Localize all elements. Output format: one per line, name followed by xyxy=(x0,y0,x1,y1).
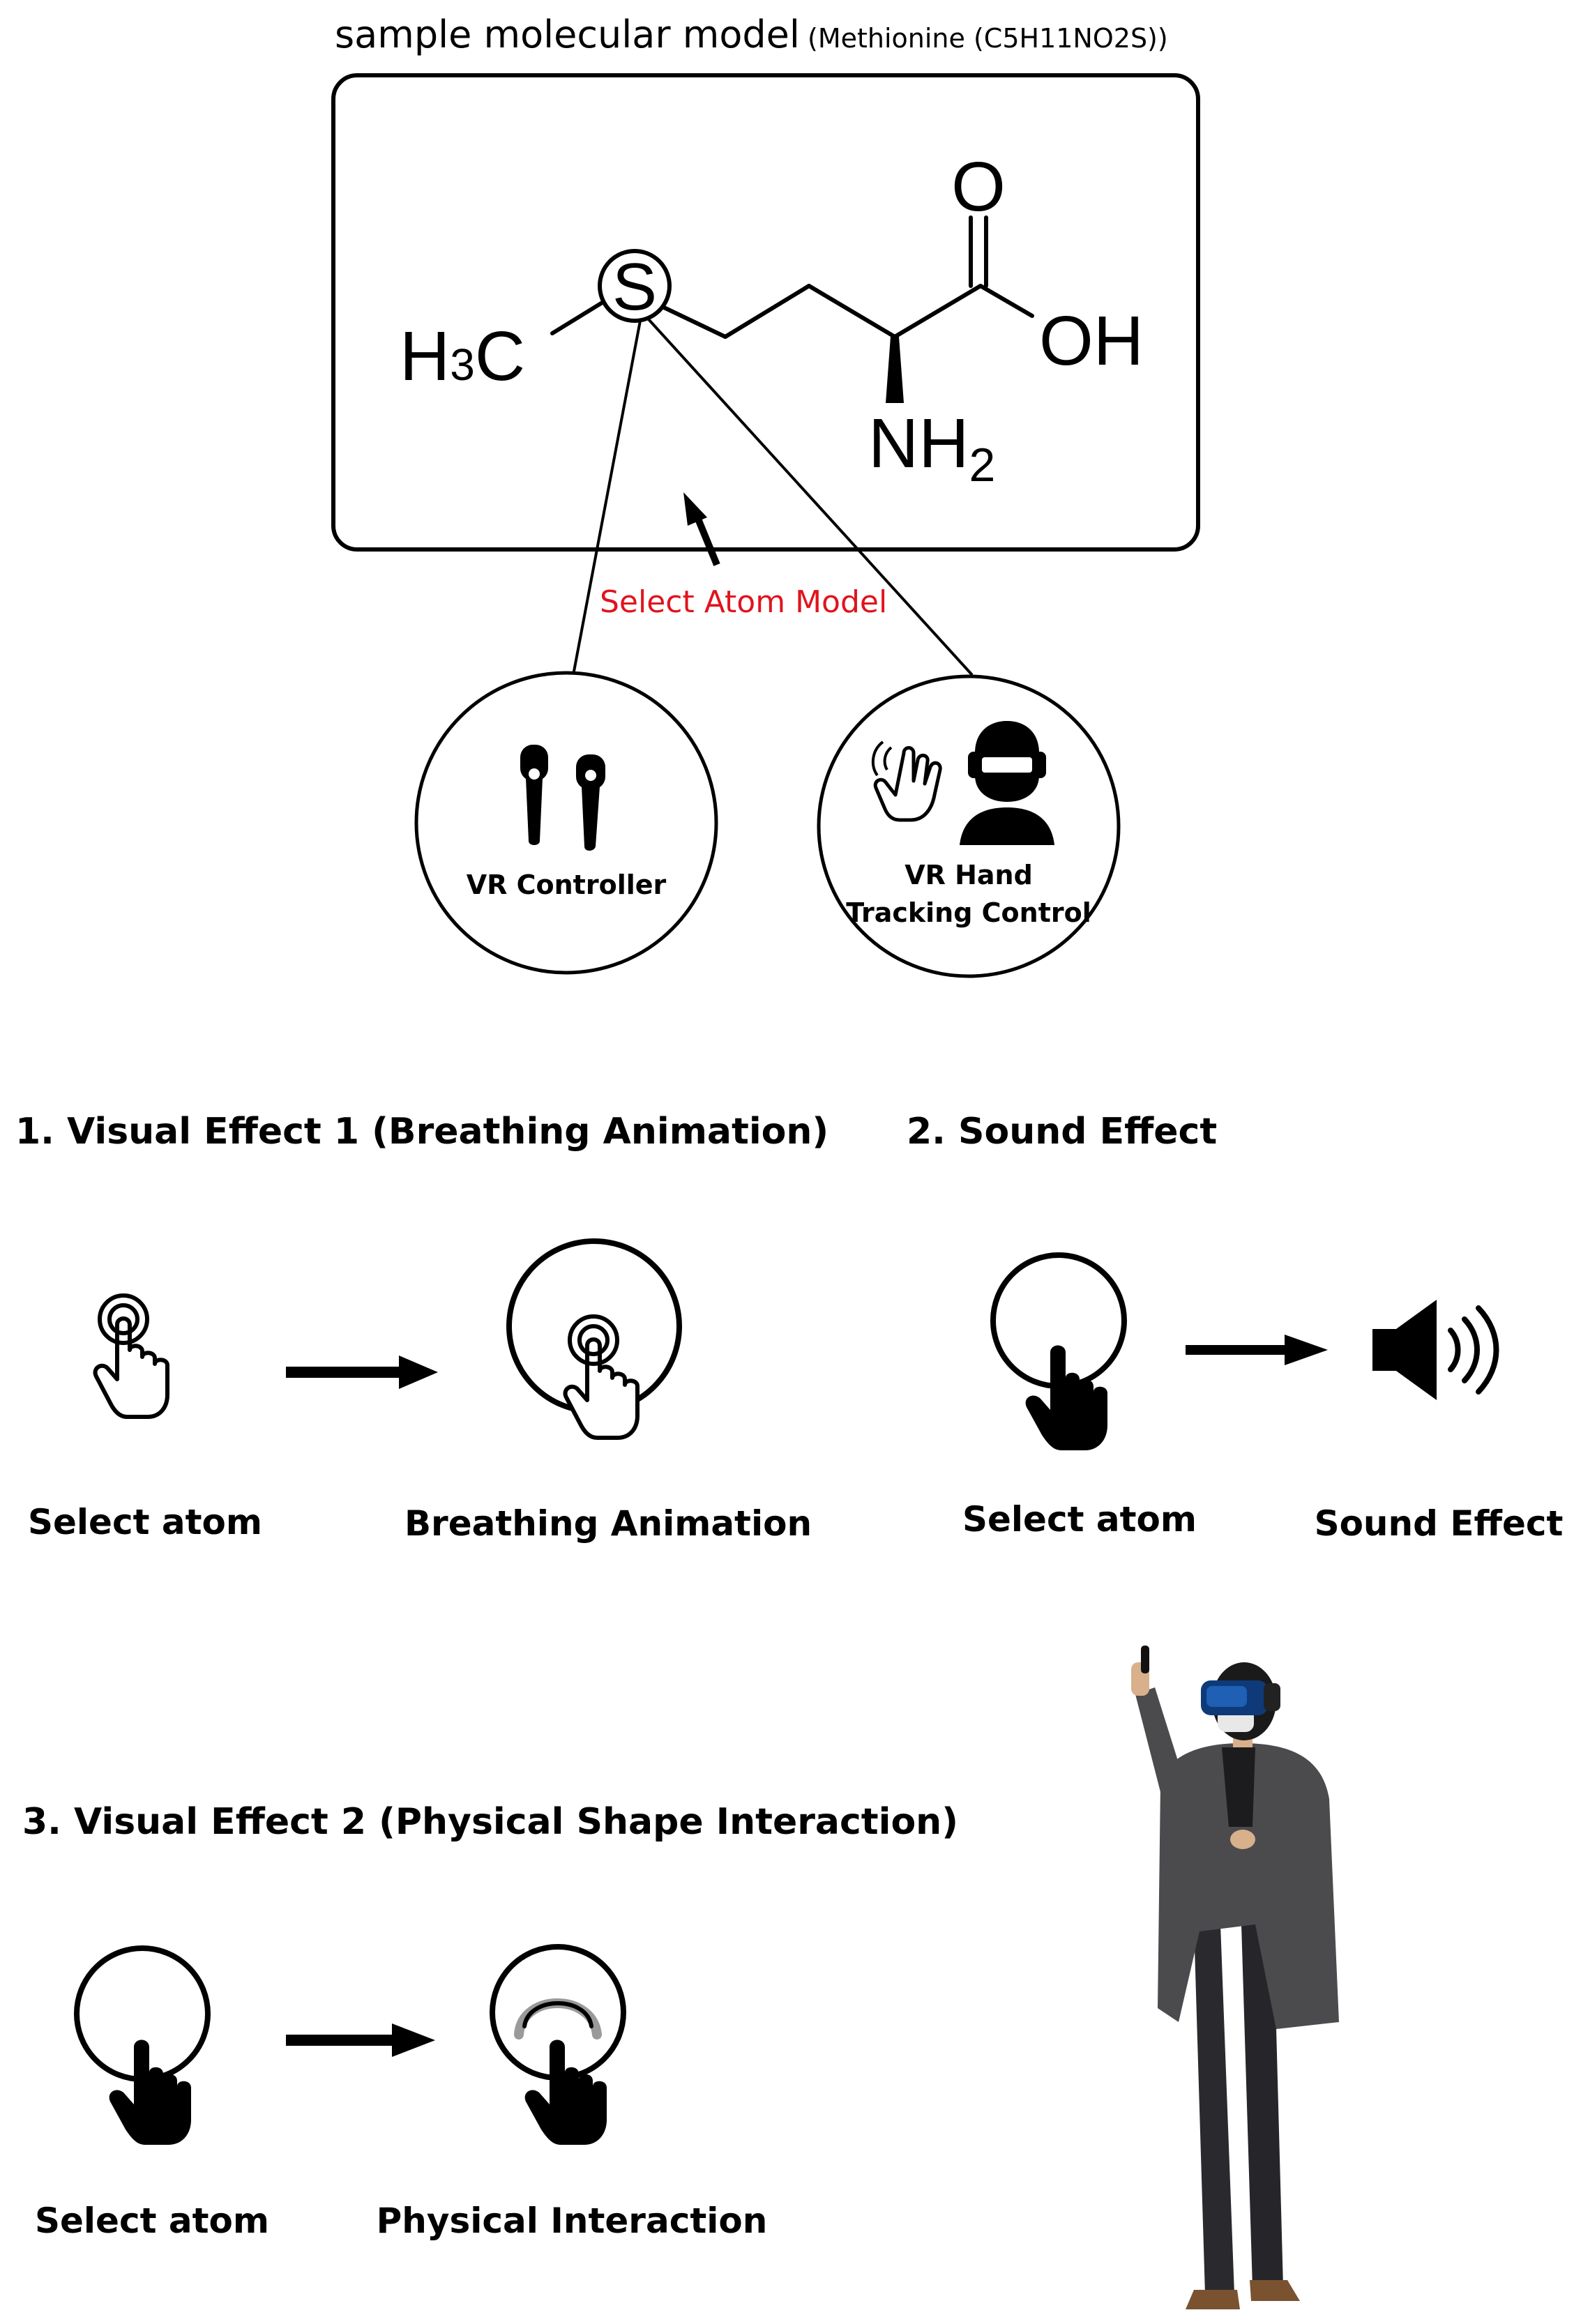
select-atom-tap-icon xyxy=(96,1296,167,1417)
sound-effect-heading: 2. Sound Effect xyxy=(907,1111,1217,1153)
pointer-line-controller xyxy=(572,320,642,676)
sulfur-atom-selected[interactable] xyxy=(598,249,672,323)
select-atom-model-label: Select Atom Model xyxy=(600,584,887,620)
sulfur-label: S xyxy=(612,250,657,324)
visual-effect-1-heading: 1. Visual Effect 1 (Breathing Animation) xyxy=(15,1111,828,1153)
arrow-right-icon xyxy=(286,2023,435,2057)
oxygen-label: O xyxy=(951,148,1006,226)
nh2-label: NH2 xyxy=(868,404,995,492)
h3c-label-h: H3C xyxy=(400,317,525,395)
oh-label: OH xyxy=(1039,302,1144,380)
arrow-right-icon xyxy=(286,1355,438,1389)
original-shape-arc xyxy=(522,2001,593,2028)
vr-hand-label-2: Tracking Control xyxy=(846,897,1091,928)
methionine-structure xyxy=(550,215,1034,339)
visual2-right-caption: Physical Interaction xyxy=(377,2201,768,2241)
visual1-right-caption: Breathing Animation xyxy=(404,1503,812,1544)
visual2-left-caption: Select atom xyxy=(35,2201,269,2241)
vr-controller-node[interactable] xyxy=(414,671,718,975)
arrow-up-icon xyxy=(683,492,720,566)
vr-hand-label-1: VR Hand xyxy=(905,860,1033,890)
vr-controller-label: VR Controller xyxy=(467,869,667,900)
vr-controllers-icon xyxy=(520,745,605,851)
sound-right-caption: Sound Effect xyxy=(1315,1503,1564,1544)
sound-left-caption: Select atom xyxy=(962,1499,1197,1540)
wedge-bond xyxy=(886,337,904,403)
hand-tracking-icon xyxy=(871,741,942,822)
visual-effect-2-heading: 3. Visual Effect 2 (Physical Shape Inter… xyxy=(22,1801,958,1843)
speaker-icon xyxy=(1372,1300,1499,1400)
header-subtitle: (Methionine (C5H11NO2S)) xyxy=(808,23,1168,54)
vr-user-photo xyxy=(1131,1646,1339,2309)
header-title: sample molecular model xyxy=(335,13,800,56)
pointer-line-hand xyxy=(647,318,974,676)
vr-headset-person-icon xyxy=(960,721,1054,845)
arrow-right-icon xyxy=(1186,1335,1328,1365)
visual1-left-caption: Select atom xyxy=(28,1502,262,1542)
